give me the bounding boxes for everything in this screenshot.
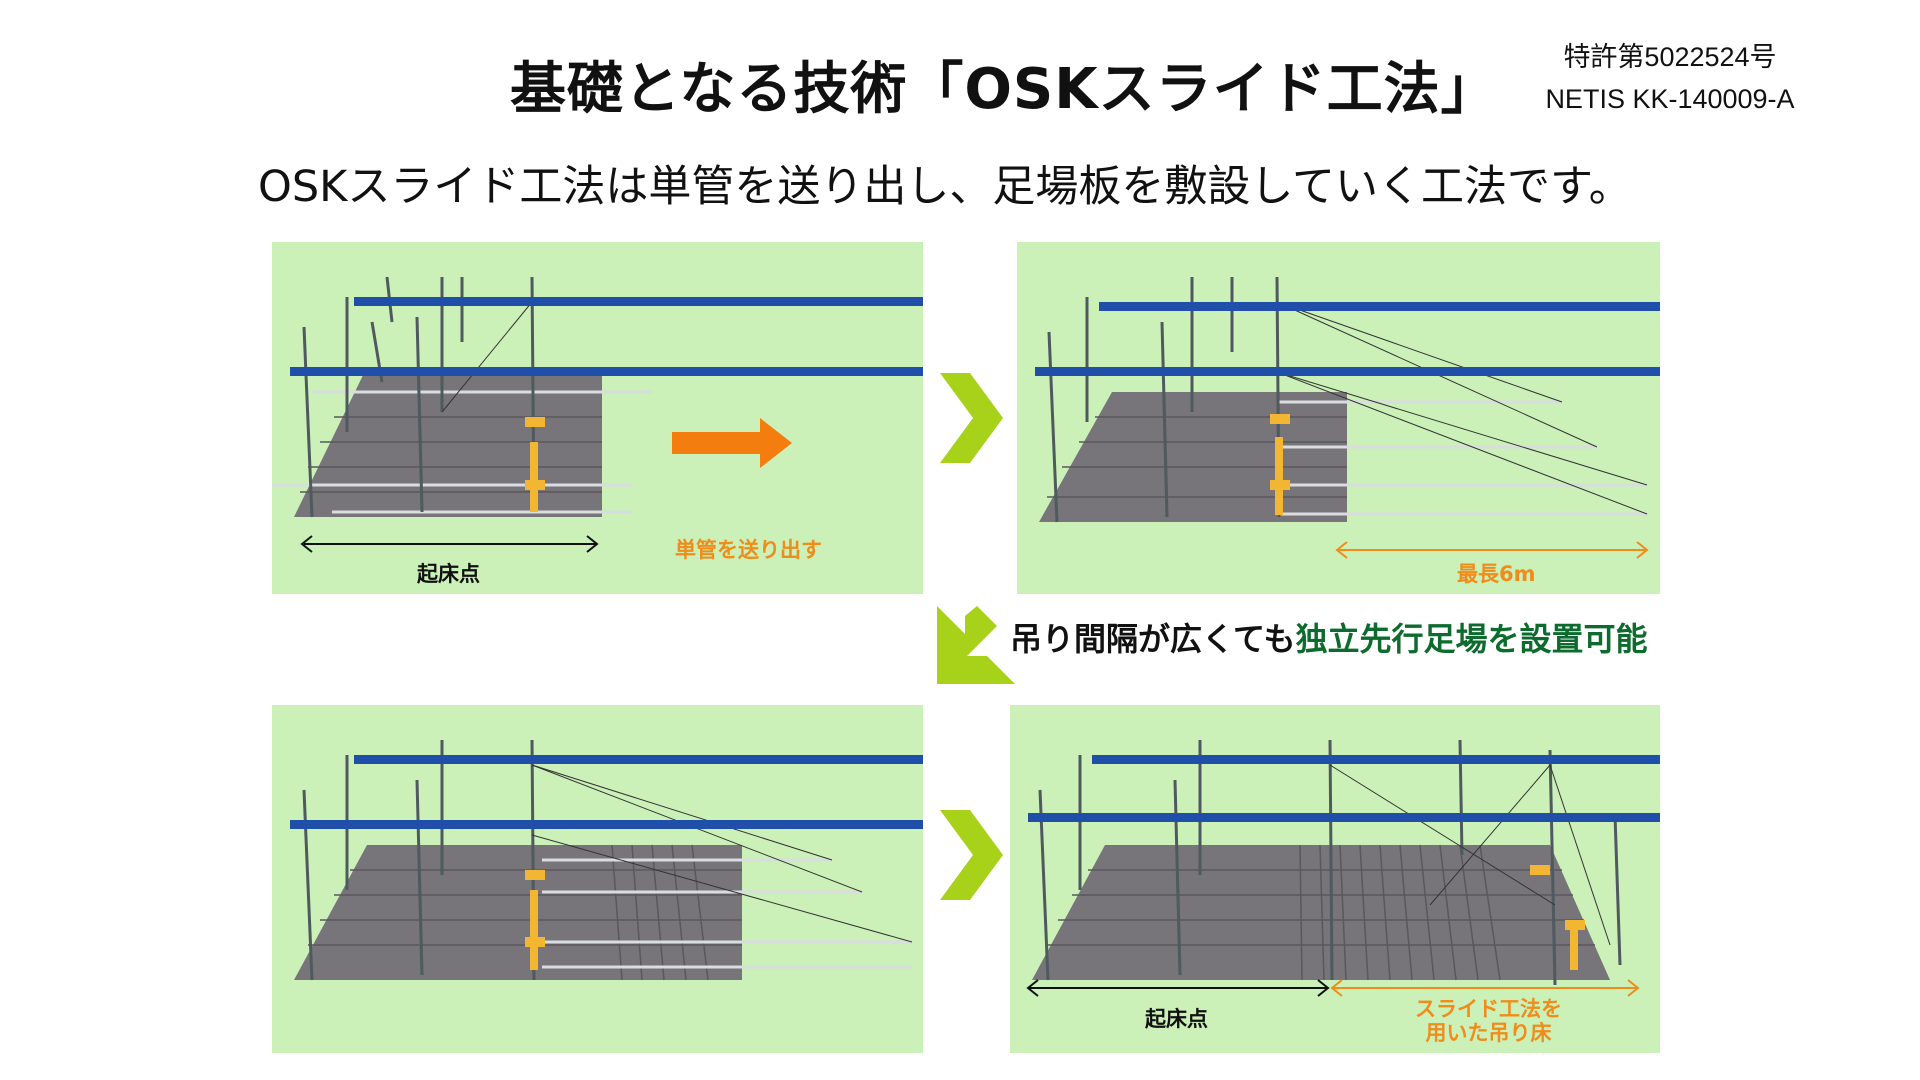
netis-number: NETIS KK-140009-A	[1545, 84, 1795, 114]
slide-floor-line-1: スライド工法を	[1415, 997, 1562, 1021]
diagram-panel-4: 起床点 スライド工法を 用いた吊り床	[1010, 705, 1660, 1053]
scaffold-illustration-1	[272, 276, 923, 553]
patent-number: 特許第5022524号	[1563, 42, 1777, 72]
scaffold-illustration-3	[290, 739, 923, 981]
diagram-panel-2: 最長6m	[1017, 242, 1660, 594]
diagram-panel-1: 起床点 単管を送り出す	[272, 242, 923, 594]
caption-independent-scaffold: 吊り間隔が広くても独立先行足場を設置可能	[1010, 614, 1647, 660]
caption-part-1: 吊り間隔が広くても	[1010, 620, 1296, 658]
green-down-left-arrow-icon	[937, 606, 1015, 684]
action-label-send-pipe: 単管を送り出す	[675, 538, 822, 562]
page-title: 基礎となる技術「OSKスライド工法」	[510, 57, 1498, 122]
slide-floor-line-2: 用いた吊り床	[1425, 1021, 1552, 1045]
dimension-label-max-length: 最長6m	[1457, 562, 1536, 586]
green-right-arrow-icon-2	[940, 810, 1003, 900]
orange-right-arrow-icon	[672, 418, 792, 468]
dimension-label-start-point-2: 起床点	[1145, 1007, 1208, 1031]
scaffold-illustration-2	[1035, 276, 1660, 559]
page-subtitle: OSKスライド工法は単管を送り出し、足場板を敷設していく工法です。	[258, 162, 1632, 212]
caption-part-2: 独立先行足場を設置可能	[1295, 620, 1648, 658]
diagram-panel-3	[272, 705, 923, 1053]
scaffold-illustration-4	[1026, 739, 1660, 997]
dimension-label-slide-floor: スライド工法を 用いた吊り床	[1415, 997, 1562, 1045]
dimension-label-start-point: 起床点	[417, 562, 480, 586]
patent-info: 特許第5022524号 NETIS KK-140009-A	[1540, 36, 1800, 120]
green-right-arrow-icon	[940, 373, 1003, 463]
